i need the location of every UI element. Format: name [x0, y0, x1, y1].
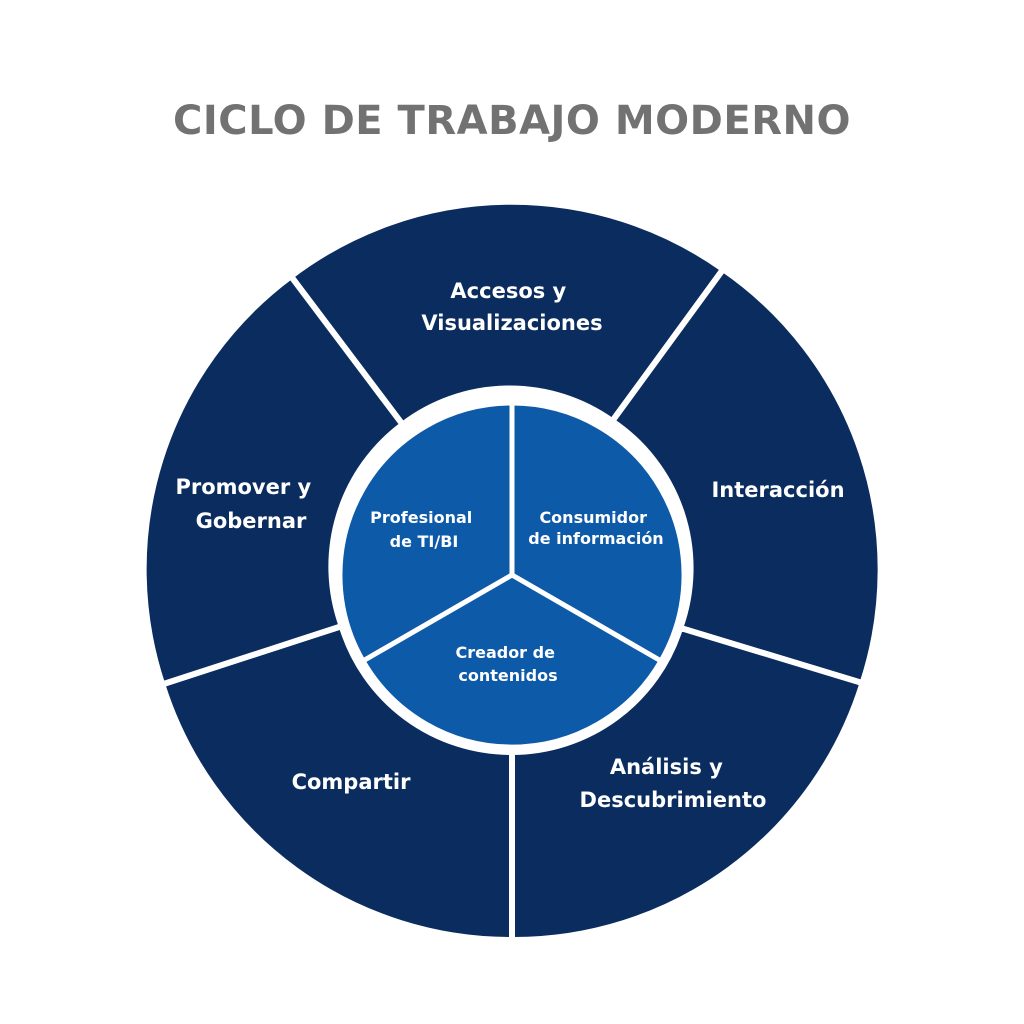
inner-label-profesional: Profesional de TI/BI — [370, 508, 478, 551]
inner-segment-creador — [360, 572, 664, 750]
outer-label-promover: Promover y Gobernar — [175, 475, 318, 533]
inner-segment-consumidor — [509, 400, 687, 664]
outer-label-compartir: Compartir — [292, 770, 412, 794]
outer-segment-promover — [140, 273, 406, 688]
inner-label-creador: Creador de contenidos — [455, 643, 560, 685]
outer-segment-accesos — [287, 198, 727, 428]
outer-label-accesos: Accesos y Visualizaciones — [421, 279, 602, 335]
page-title: CICLO DE TRABAJO MODERNO — [173, 98, 851, 144]
inner-segment-profesional — [337, 400, 515, 664]
outer-segment-interaccion — [609, 266, 884, 687]
outer-ring — [140, 198, 884, 944]
inner-circle — [337, 400, 687, 750]
inner-label-consumidor: Consumidor de información — [528, 508, 663, 548]
outer-label-analisis: Análisis y Descubrimiento — [580, 755, 767, 812]
outer-label-interaccion: Interacción — [711, 478, 844, 502]
